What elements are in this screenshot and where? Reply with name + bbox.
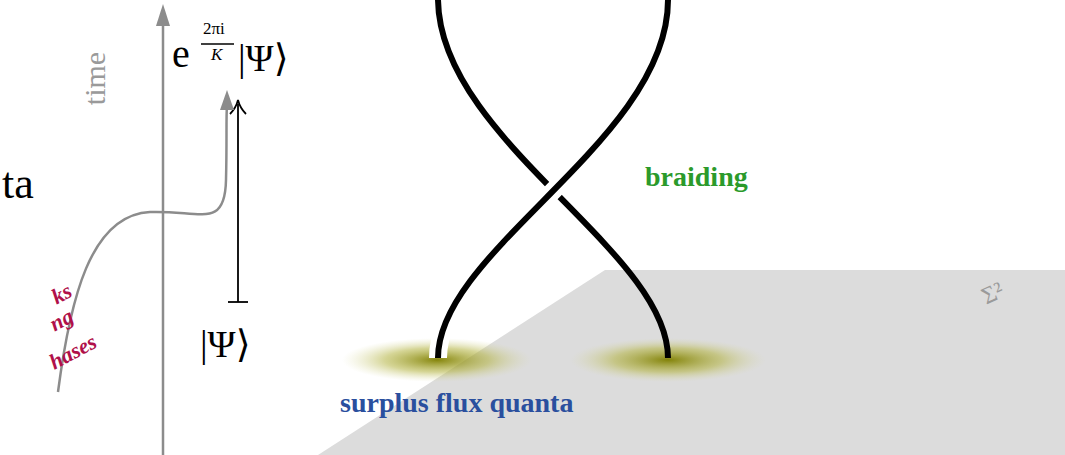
math-exponent: K [211,46,222,65]
mapsto-arrow [237,104,239,302]
surface-plane [318,270,1065,455]
braiding-label: braiding [645,162,748,193]
axis-arrowhead [156,4,170,26]
braid-strand [438,0,668,358]
math-exponent: 2πi [203,20,225,39]
state-ket: |Ψ⟩ [238,38,288,80]
math-symbol: e [172,32,190,76]
note-text: ks [47,279,76,310]
note-text: hases [45,330,101,375]
state-ket: |Ψ⟩ [194,322,256,368]
axis-label: time [78,51,111,104]
time-axis [162,18,165,455]
braid-strand [438,0,668,358]
cut-text: ta [2,160,34,208]
mapsto-bar [228,301,248,303]
flux-label: surplus flux quanta [340,388,573,419]
braid-gap [438,0,668,358]
fraction-bar [201,43,234,45]
curved-arrowhead [220,90,234,110]
